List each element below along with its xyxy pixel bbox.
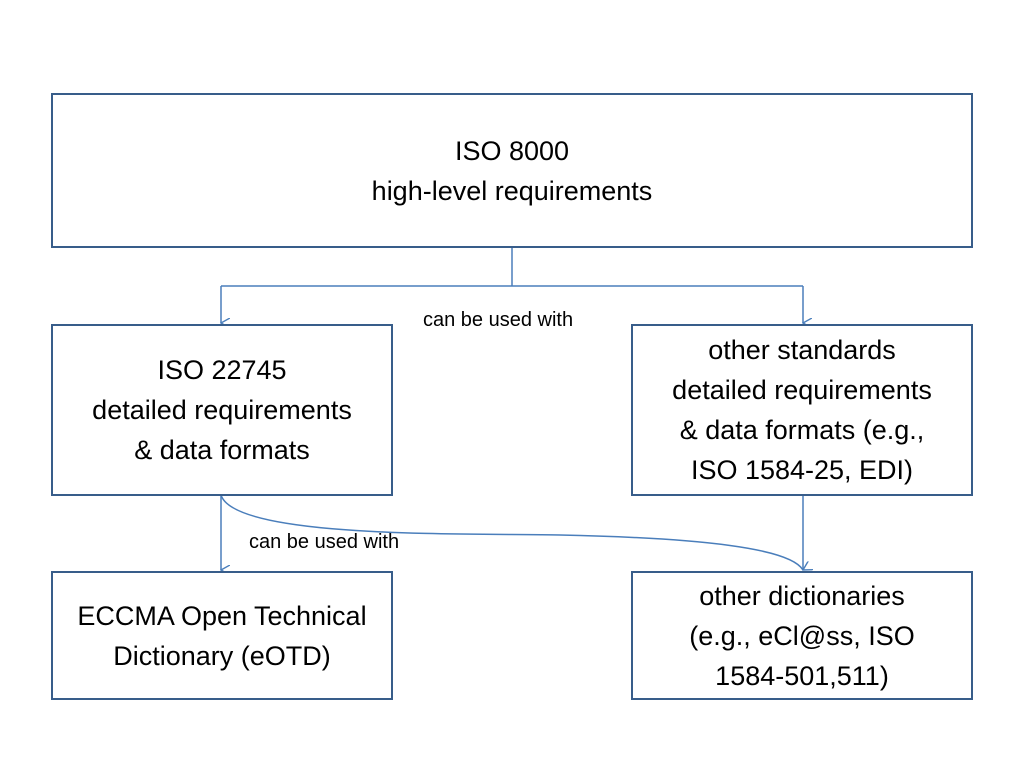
other-standards-line-4: ISO 1584-25, EDI) [690,455,914,485]
iso22745-title: ISO 22745 [157,355,287,385]
other-dictionaries-box: other dictionaries (e.g., eCl@ss, ISO 15… [631,571,973,700]
eotd-box: ECCMA Open Technical Dictionary (eOTD) [51,571,393,700]
connector-label-top: can be used with [423,309,574,331]
iso8000-title: ISO 8000 [454,135,570,166]
other-standards-line-3: & data formats (e.g., [679,415,925,445]
other-dictionaries-line-2: (e.g., eCl@ss, ISO [689,620,915,651]
iso22745-line-3: & data formats [134,435,310,465]
other-standards-title: other standards [708,335,896,365]
connector-label-bottom: can be used with [249,531,400,553]
iso8000-subtitle: high-level requirements [371,175,653,206]
other-standards-box: other standards detailed requirements & … [631,324,973,496]
iso22745-line-2: detailed requirements [92,395,352,425]
curve-to-other-dictionaries [220,494,803,570]
eotd-line-2: Dictionary (eOTD) [113,640,331,671]
iso8000-box: ISO 8000 high-level requirements [51,93,973,248]
other-dictionaries-title: other dictionaries [699,580,905,611]
other-dictionaries-line-3: 1584-501,511) [715,660,889,691]
eotd-line-1: ECCMA Open Technical [77,600,367,631]
other-standards-line-2: detailed requirements [672,375,932,405]
iso22745-box: ISO 22745 detailed requirements & data f… [51,324,393,496]
